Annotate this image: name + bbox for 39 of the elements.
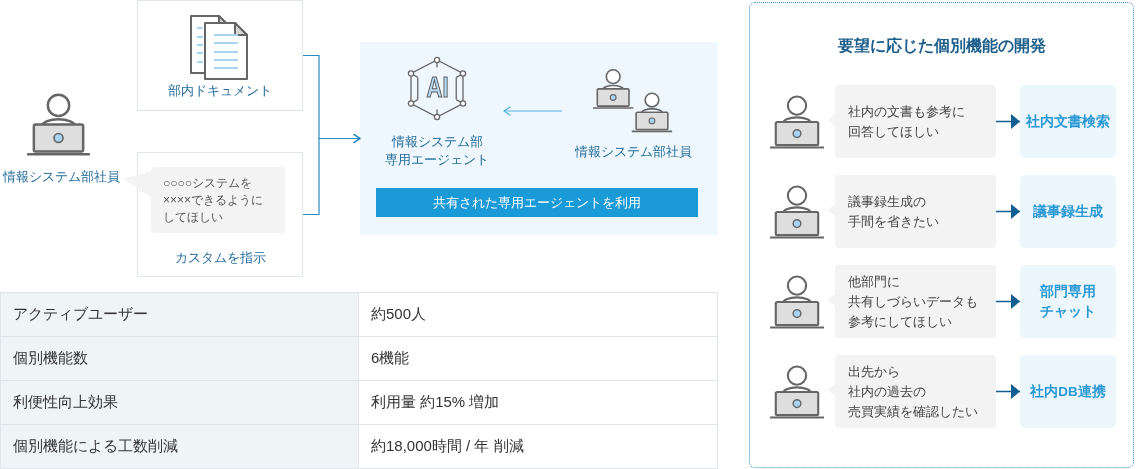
table-cell: 利用量 約15% 増加	[359, 381, 718, 425]
document-card	[137, 0, 303, 111]
table-cell: 約500人	[359, 293, 718, 337]
bubble-text: ○○○○システムを××××できるようにしてほしい	[163, 174, 264, 226]
card-title: 部内ドキュメント	[168, 82, 272, 100]
triangle-arrow	[995, 114, 1021, 129]
bubble-text: 議事録生成の手間を省きたい	[848, 192, 939, 231]
card-title: カスタムを指示	[174, 249, 266, 267]
speech-bubble	[828, 265, 996, 338]
speech-bubble	[123, 167, 285, 233]
arrow	[302, 133, 361, 216]
user-label: 情報システム部社員	[2, 168, 120, 186]
triangle-arrow	[995, 204, 1021, 219]
feature-box: 議事録生成	[1020, 175, 1116, 248]
table-cell: 利便性向上効果	[1, 381, 359, 425]
panel-heading: 要望に応じた個別機能の開発	[837, 36, 1046, 56]
table-cell: アクティブユーザー	[1, 293, 359, 337]
table-cell: 6機能	[359, 337, 718, 381]
speech-bubble	[828, 85, 996, 158]
table-cell: 個別機能による工数削減	[1, 425, 359, 469]
content-panel	[360, 42, 718, 235]
agent-label: 情報システム部専用エージェント	[385, 133, 489, 169]
bubble-text: 他部門に共有しづらいデータも参考にしてほしい	[848, 272, 978, 331]
table-cell: 約18,000時間 / 年 削減	[359, 425, 718, 469]
triangle-arrow	[995, 294, 1021, 309]
bubble-text: 出先から社内の過去の売買実績を確認したい	[848, 362, 978, 421]
triangle-arrow	[995, 384, 1021, 399]
table-cell: 個別機能数	[1, 337, 359, 381]
bubble-text: 社内の文書も参考に回答してほしい	[848, 102, 965, 141]
feature-box: 社内文書検索	[1020, 85, 1116, 158]
dashed-panel	[749, 2, 1134, 468]
user-label: 情報システム部社員	[574, 143, 692, 161]
feature-box: 社内DB連携	[1020, 355, 1116, 428]
info-bar: 共有された専用エージェントを利用	[376, 188, 698, 217]
feature-box: 部門専用チャット	[1020, 265, 1116, 338]
arrow	[503, 106, 563, 116]
ai-label: AI	[426, 71, 448, 103]
speech-bubble	[828, 355, 996, 428]
speech-bubble	[828, 175, 996, 248]
